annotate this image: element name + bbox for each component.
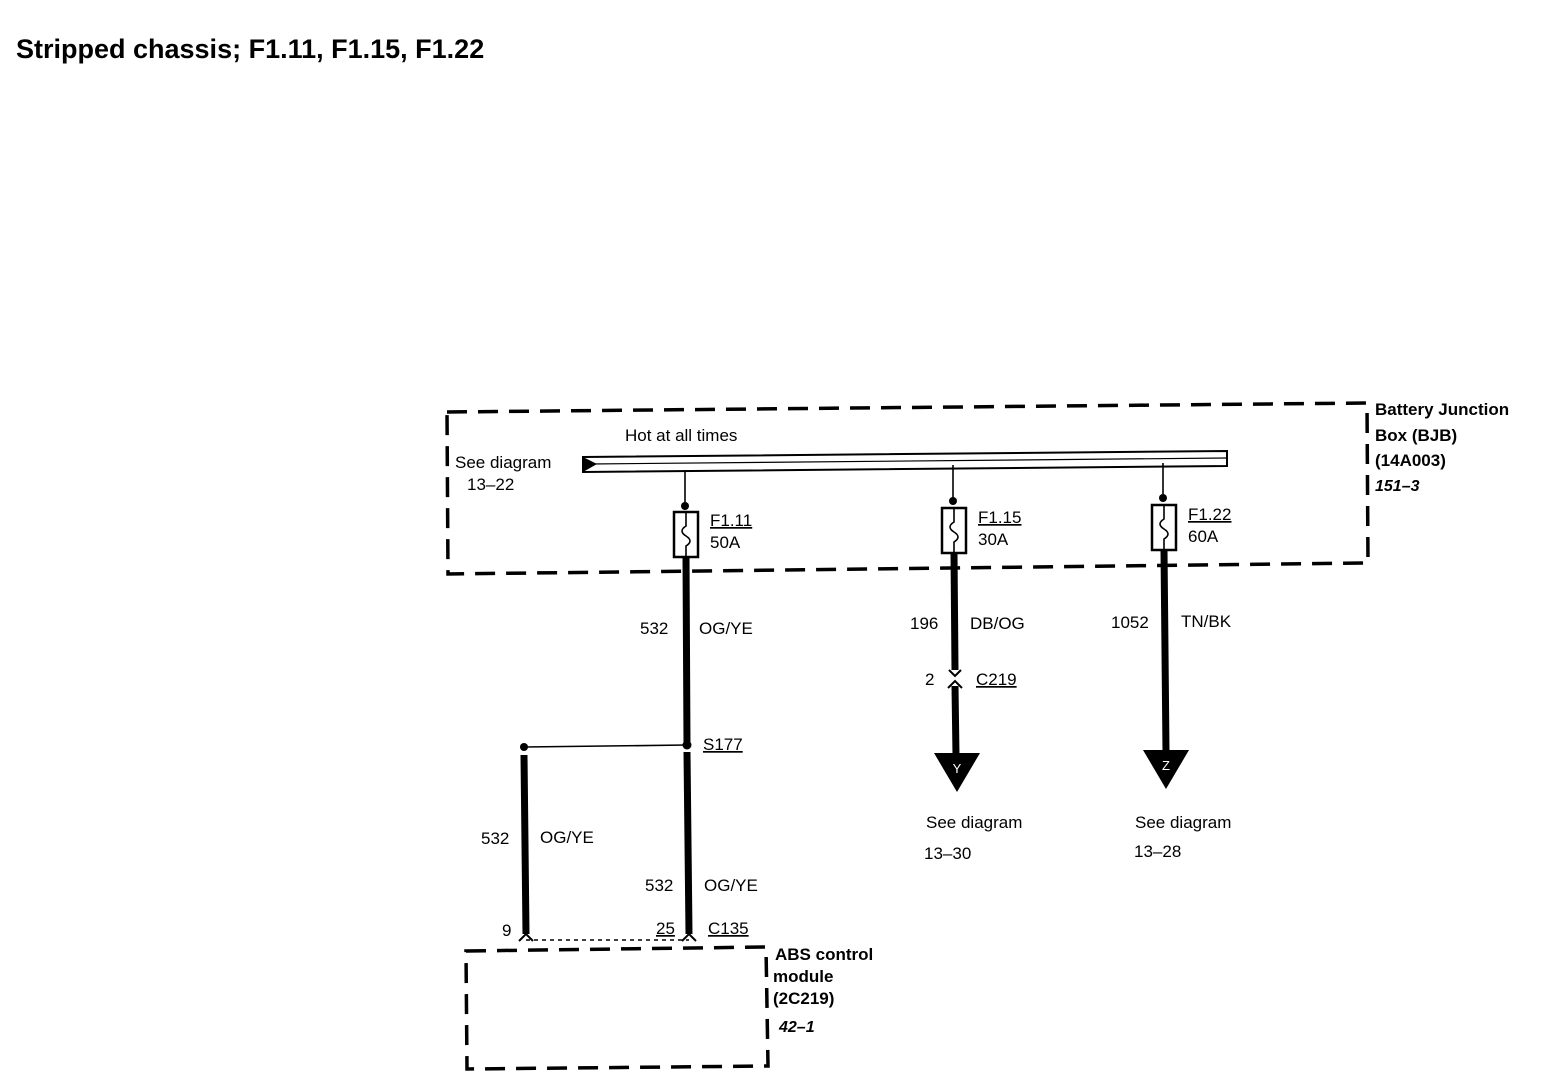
connector-pin: 2 [925, 670, 934, 689]
circuit-color: DB/OG [970, 614, 1025, 633]
splice-label: S177 [703, 735, 743, 754]
fuse-f1-11: F1.11 50A [672, 470, 752, 559]
wire-532-upper [682, 556, 691, 746]
circuit-color: OG/YE [699, 619, 753, 638]
arrow-z: Z See diagram 13–28 [1134, 750, 1231, 861]
abs-label-line1: ABS control [775, 945, 873, 964]
splice-s177: S177 [520, 735, 743, 754]
wire-532-left [520, 754, 530, 935]
bjb-label-line3: (14A003) [1375, 451, 1446, 470]
arrow-ref: 13–28 [1134, 842, 1181, 861]
arrow-letter: Z [1162, 758, 1170, 773]
wire-1052 [1160, 549, 1170, 753]
bjb-box [445, 401, 1370, 576]
arrow-see: See diagram [926, 813, 1022, 832]
down-arrow-icon [1143, 750, 1189, 789]
down-arrow-icon [934, 753, 980, 792]
circuit-number: 532 [481, 829, 509, 848]
bjb-ref: 151–3 [1375, 478, 1420, 495]
connector-name: C135 [708, 919, 749, 938]
connector-pin: 25 [656, 919, 675, 938]
abs-label-line3: (2C219) [773, 989, 834, 1008]
arrow-ref: 13–30 [924, 844, 971, 863]
circuit-number: 532 [640, 619, 668, 638]
circuit-color: OG/YE [540, 828, 594, 847]
fuse-rating: 50A [710, 533, 741, 552]
page-title: Stripped chassis; F1.11, F1.15, F1.22 [16, 34, 484, 64]
wire-196-upper [950, 552, 959, 671]
abs-module-box [464, 945, 770, 1071]
abs-label-line2: module [773, 967, 833, 986]
fuse-name: F1.22 [1188, 505, 1231, 524]
bjb-label-line1: Battery Junction [1375, 400, 1509, 419]
connector-name: C219 [976, 670, 1017, 689]
fuse-rating: 60A [1188, 527, 1219, 546]
arrow-see: See diagram [1135, 813, 1231, 832]
fuse-f1-22: F1.22 60A [1150, 463, 1231, 552]
bus-label: Hot at all times [625, 426, 737, 445]
bus-see-ref: 13–22 [467, 475, 514, 494]
arrow-y: Y See diagram 13–30 [924, 753, 1022, 863]
abs-ref: 42–1 [778, 1019, 815, 1036]
fuse-f1-15: F1.15 30A [940, 465, 1021, 555]
bus-see-diagram: See diagram [455, 453, 551, 472]
circuit-color: OG/YE [704, 876, 758, 895]
circuit-color: TN/BK [1181, 612, 1232, 631]
wire-532-right [683, 751, 693, 935]
circuit-number: 1052 [1111, 613, 1149, 632]
wire-196-lower [951, 685, 960, 757]
connector-c219: 2 C219 [925, 669, 1017, 689]
circuit-number: 196 [910, 614, 938, 633]
bus-arrow-icon [583, 457, 597, 472]
fuse-rating: 30A [978, 530, 1009, 549]
fuse-name: F1.15 [978, 508, 1021, 527]
fuse-name: F1.11 [710, 511, 752, 530]
connector-pin: 9 [502, 921, 511, 940]
bjb-label-line2: Box (BJB) [1375, 426, 1457, 445]
arrow-letter: Y [953, 761, 962, 776]
circuit-number: 532 [645, 876, 673, 895]
connector-c135: 9 25 C135 [502, 919, 749, 942]
